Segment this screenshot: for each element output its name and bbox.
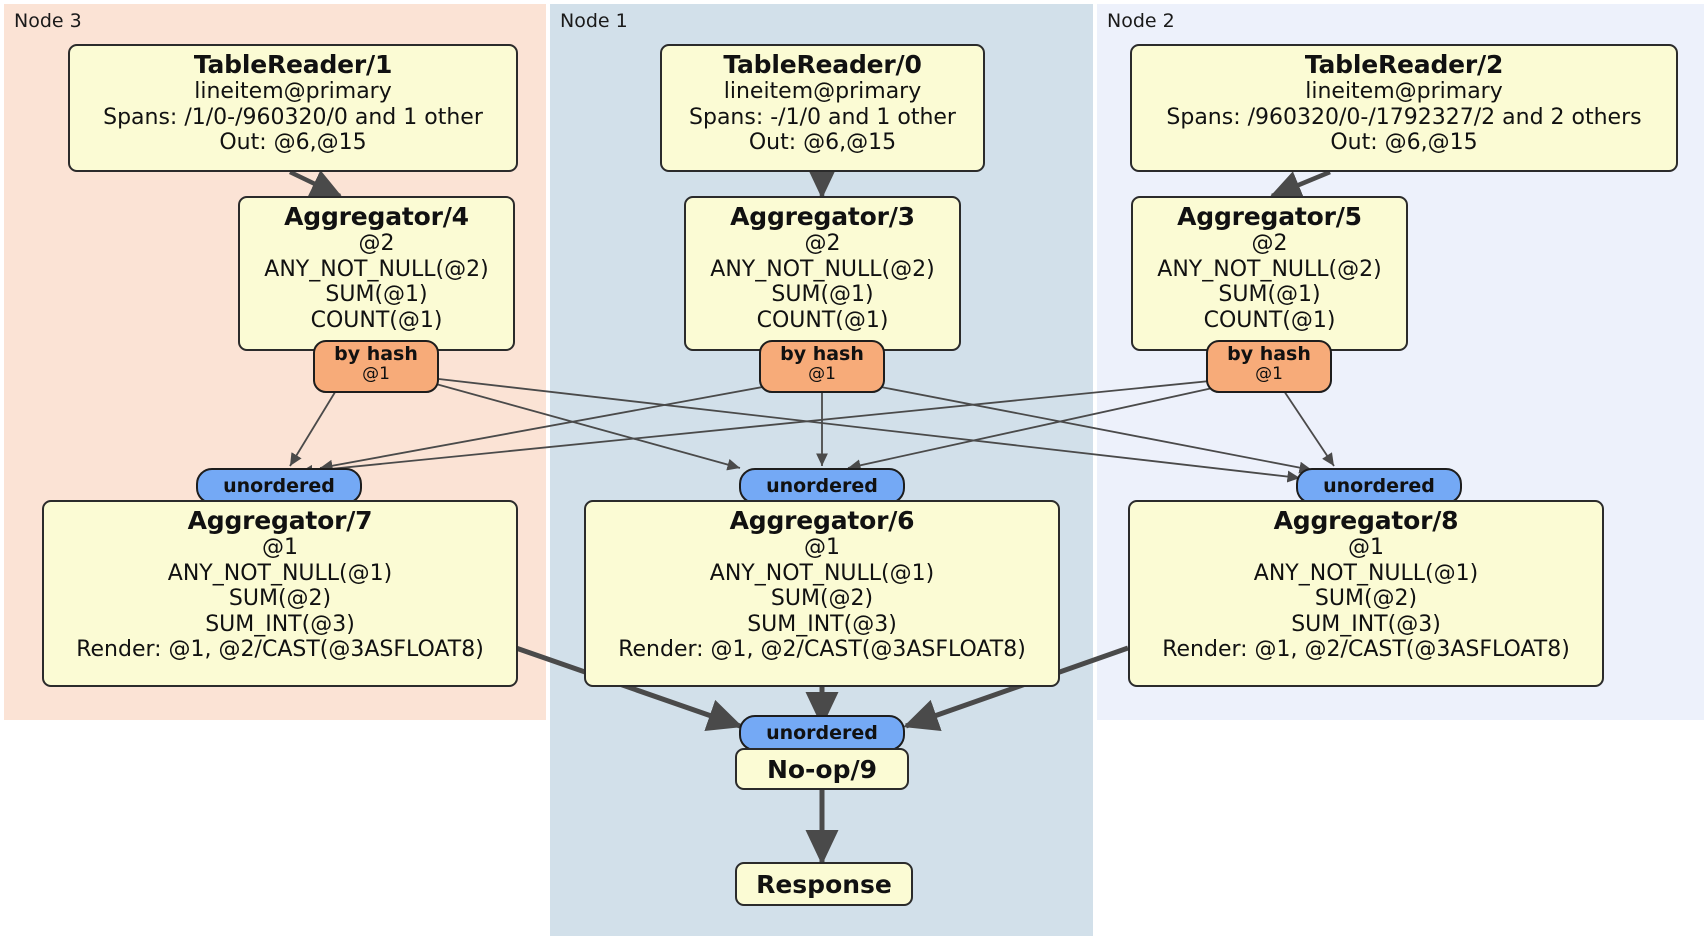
processor-title: TableReader/0 bbox=[723, 50, 922, 79]
router-label: by hash bbox=[334, 343, 418, 365]
router-by-hash-left[interactable]: by hash @1 bbox=[313, 340, 439, 393]
processor-aggregator-5[interactable]: Aggregator/5 @2 ANY_NOT_NULL(@2) SUM(@1)… bbox=[1131, 196, 1408, 351]
processor-aggregator-6[interactable]: Aggregator/6 @1 ANY_NOT_NULL(@1) SUM(@2)… bbox=[584, 500, 1060, 687]
processor-detail-line: ANY_NOT_NULL(@2) bbox=[710, 256, 935, 282]
router-by-hash-center[interactable]: by hash @1 bbox=[759, 340, 885, 393]
processor-detail-line: SUM_INT(@3) bbox=[1291, 611, 1441, 637]
synchronizer-unordered-center[interactable]: unordered bbox=[739, 468, 905, 504]
processor-detail-line: SUM(@1) bbox=[325, 282, 428, 308]
processor-detail-line: lineitem@primary bbox=[723, 79, 922, 104]
processor-detail-line: Render: @1, @2/CAST(@3ASFLOAT8) bbox=[76, 637, 484, 663]
processor-response[interactable]: Response bbox=[735, 862, 913, 906]
processor-title: Aggregator/8 bbox=[1273, 506, 1459, 535]
processor-title: TableReader/2 bbox=[1304, 50, 1504, 79]
processor-detail-line: ANY_NOT_NULL(@1) bbox=[709, 560, 935, 586]
processor-detail-line: Out: @6,@15 bbox=[219, 130, 367, 156]
processor-detail-line: SUM_INT(@3) bbox=[747, 611, 897, 637]
processor-aggregator-4[interactable]: Aggregator/4 @2 ANY_NOT_NULL(@2) SUM(@1)… bbox=[238, 196, 515, 351]
processor-detail-line: Spans: /1/0-/960320/0 and 1 other bbox=[103, 104, 483, 130]
router-label: by hash bbox=[780, 343, 864, 365]
processor-detail-line: SUM(@1) bbox=[1218, 282, 1321, 308]
router-column: @1 bbox=[808, 363, 836, 384]
router-column: @1 bbox=[362, 363, 390, 384]
processor-detail-line: COUNT(@1) bbox=[756, 307, 889, 333]
processor-noop-9[interactable]: No-op/9 bbox=[735, 748, 909, 790]
processor-detail-line: SUM_INT(@3) bbox=[205, 611, 355, 637]
processor-detail-line: @2 bbox=[358, 231, 395, 256]
processor-title: Aggregator/3 bbox=[730, 202, 915, 231]
processor-title: Aggregator/7 bbox=[187, 506, 373, 535]
processor-detail-line: Out: @6,@15 bbox=[748, 130, 897, 156]
processor-detail-line: Spans: -/1/0 and 1 other bbox=[689, 104, 956, 130]
processor-title: TableReader/1 bbox=[193, 50, 393, 79]
processor-detail-line: ANY_NOT_NULL(@1) bbox=[167, 560, 393, 586]
node-panel-label-node2: Node 2 bbox=[1107, 10, 1175, 32]
processor-detail-line: @1 bbox=[262, 535, 298, 560]
processor-table-reader-0[interactable]: TableReader/0 lineitem@primary Spans: -/… bbox=[660, 44, 985, 172]
router-column: @1 bbox=[1255, 363, 1283, 384]
processor-detail-line: Render: @1, @2/CAST(@3ASFLOAT8) bbox=[618, 637, 1026, 663]
router-by-hash-right[interactable]: by hash @1 bbox=[1206, 340, 1332, 393]
processor-detail-line: lineitem@primary bbox=[1305, 79, 1503, 104]
processor-aggregator-7[interactable]: Aggregator/7 @1 ANY_NOT_NULL(@1) SUM(@2)… bbox=[42, 500, 518, 687]
processor-detail-line: COUNT(@1) bbox=[310, 307, 443, 333]
node-panel-label-node1: Node 1 bbox=[560, 10, 628, 32]
processor-detail-line: @1 bbox=[1348, 535, 1384, 560]
processor-title: Aggregator/6 bbox=[729, 506, 915, 535]
processor-aggregator-3[interactable]: Aggregator/3 @2 ANY_NOT_NULL(@2) SUM(@1)… bbox=[684, 196, 961, 351]
processor-detail-line: lineitem@primary bbox=[194, 79, 392, 104]
processor-detail-line: Out: @6,@15 bbox=[1330, 130, 1478, 156]
processor-detail-line: ANY_NOT_NULL(@1) bbox=[1253, 560, 1479, 586]
synchronizer-unordered-final[interactable]: unordered bbox=[739, 715, 905, 751]
processor-title: Response bbox=[756, 869, 892, 899]
processor-title: Aggregator/4 bbox=[284, 202, 469, 231]
processor-detail-line: COUNT(@1) bbox=[1203, 307, 1336, 333]
processor-detail-line: ANY_NOT_NULL(@2) bbox=[1157, 256, 1382, 282]
processor-detail-line: @2 bbox=[1251, 231, 1288, 256]
router-label: by hash bbox=[1227, 343, 1311, 365]
processor-detail-line: SUM(@2) bbox=[228, 586, 332, 612]
processor-detail-line: Spans: /960320/0-/1792327/2 and 2 others bbox=[1166, 104, 1642, 130]
synchronizer-unordered-left[interactable]: unordered bbox=[196, 468, 362, 504]
processor-title: Aggregator/5 bbox=[1177, 202, 1362, 231]
synchronizer-label: unordered bbox=[766, 721, 878, 744]
processor-detail-line: SUM(@1) bbox=[771, 282, 874, 308]
processor-title: No-op/9 bbox=[766, 754, 878, 784]
node-panel-label-node3: Node 3 bbox=[14, 10, 82, 32]
processor-detail-line: @2 bbox=[804, 231, 841, 256]
synchronizer-label: unordered bbox=[766, 474, 878, 497]
processor-detail-line: SUM(@2) bbox=[1314, 586, 1418, 612]
processor-detail-line: SUM(@2) bbox=[770, 586, 874, 612]
processor-table-reader-2[interactable]: TableReader/2 lineitem@primary Spans: /9… bbox=[1130, 44, 1678, 172]
processor-table-reader-1[interactable]: TableReader/1 lineitem@primary Spans: /1… bbox=[68, 44, 518, 172]
synchronizer-label: unordered bbox=[223, 474, 335, 497]
synchronizer-unordered-right[interactable]: unordered bbox=[1296, 468, 1462, 504]
processor-detail-line: Render: @1, @2/CAST(@3ASFLOAT8) bbox=[1162, 637, 1570, 663]
processor-aggregator-8[interactable]: Aggregator/8 @1 ANY_NOT_NULL(@1) SUM(@2)… bbox=[1128, 500, 1604, 687]
processor-detail-line: @1 bbox=[804, 535, 840, 560]
synchronizer-label: unordered bbox=[1323, 474, 1435, 497]
processor-detail-line: ANY_NOT_NULL(@2) bbox=[264, 256, 489, 282]
